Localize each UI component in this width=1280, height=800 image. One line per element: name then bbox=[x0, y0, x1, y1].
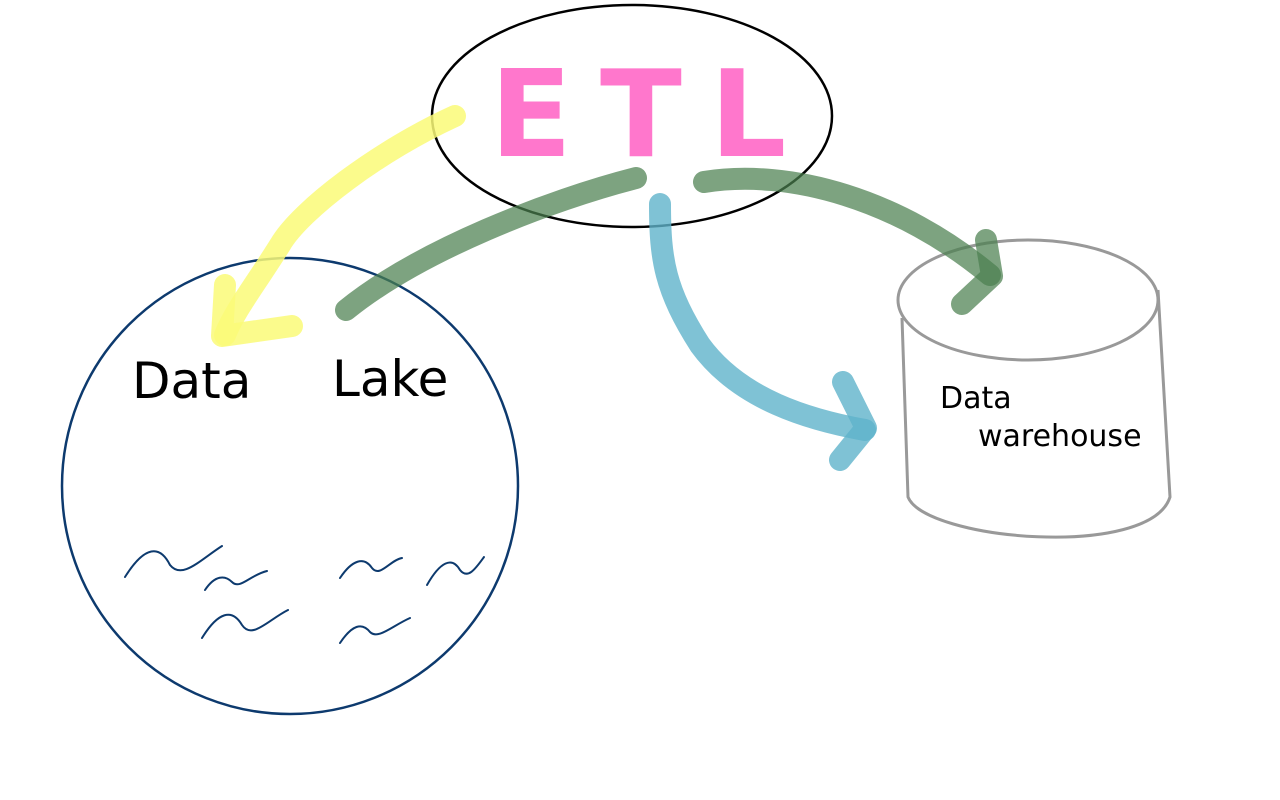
arrow-head bbox=[951, 229, 1003, 315]
water-waves bbox=[124, 545, 485, 644]
wave bbox=[339, 557, 403, 579]
wave bbox=[201, 609, 289, 639]
wave bbox=[426, 556, 485, 586]
data-lake-label-data: Data bbox=[132, 352, 251, 410]
data-lake: Data Lake bbox=[60, 256, 520, 716]
warehouse-label-data: Data bbox=[940, 381, 1012, 416]
arrow-etl-to-lake bbox=[211, 105, 466, 347]
arrow-shaft bbox=[214, 105, 466, 346]
arrow-lake-to-warehouse bbox=[335, 167, 1003, 321]
data-lake-label-lake: Lake bbox=[332, 350, 448, 408]
data-warehouse: Data warehouse bbox=[896, 238, 1172, 539]
warehouse-cylinder-top bbox=[896, 238, 1160, 362]
arrow-head bbox=[829, 371, 877, 471]
etl-label: ETL bbox=[490, 46, 814, 185]
wave bbox=[204, 570, 268, 591]
arrow-shaft bbox=[693, 167, 1001, 286]
wave bbox=[339, 617, 411, 644]
arrow-head bbox=[211, 274, 303, 347]
warehouse-label-warehouse: warehouse bbox=[978, 419, 1142, 454]
arrow-shaft bbox=[335, 167, 647, 321]
etl-node: ETL bbox=[430, 3, 834, 229]
data-lake-outline bbox=[60, 256, 520, 716]
arrow-shaft bbox=[649, 193, 876, 441]
arrow-etl-to-warehouse bbox=[649, 193, 877, 471]
wave bbox=[124, 545, 223, 578]
warehouse-cylinder-body bbox=[900, 289, 1172, 539]
